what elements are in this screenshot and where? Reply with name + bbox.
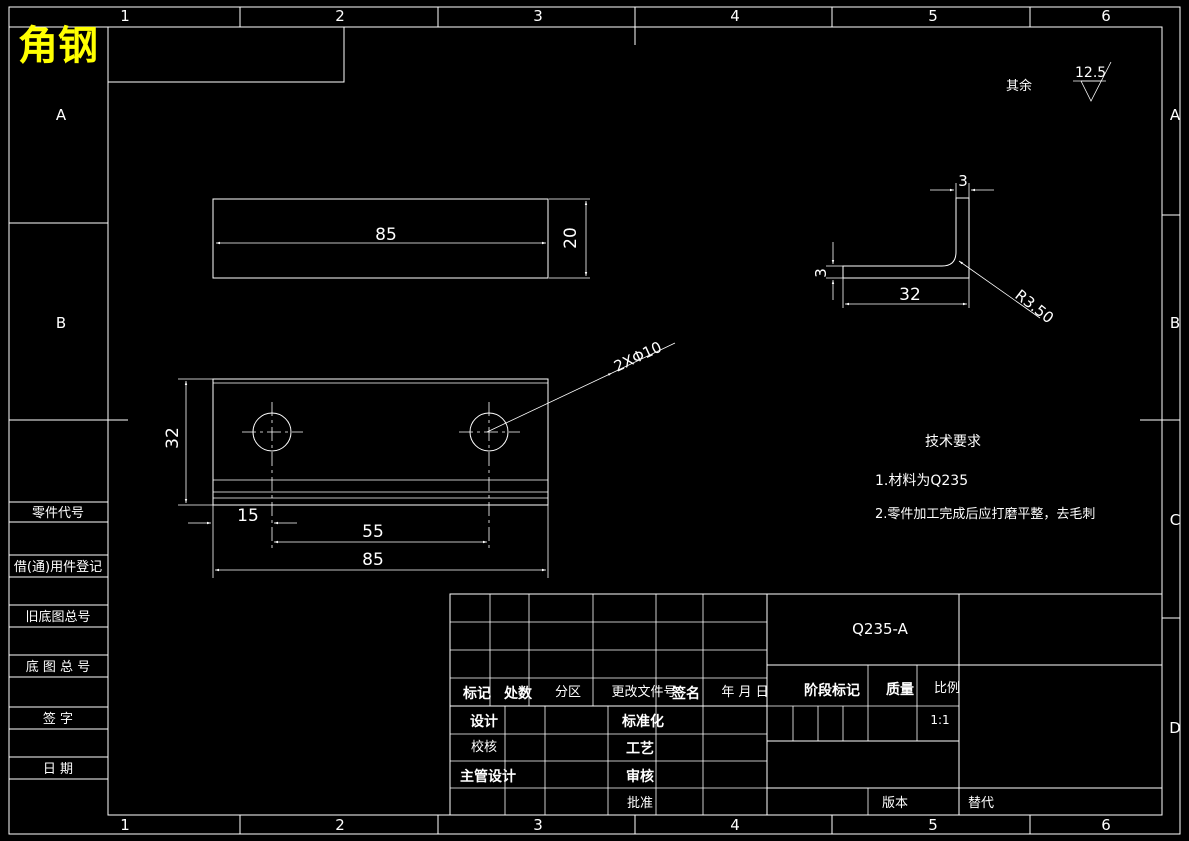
standardize-label: 标准化 bbox=[621, 713, 664, 730]
zone-row-b-left: B bbox=[56, 314, 66, 332]
mark-header: 标记 bbox=[462, 685, 491, 702]
sign-header: 签名 bbox=[671, 685, 700, 702]
section-top-thickness-dim: 3 bbox=[958, 172, 968, 190]
zone-row-b-right: B bbox=[1170, 314, 1180, 332]
front-view-height-dim: 32 bbox=[163, 427, 183, 449]
zone-header: 分区 bbox=[555, 685, 581, 700]
borrow-register-label: 借(通)用件登记 bbox=[14, 560, 102, 575]
replace-label: 替代 bbox=[968, 796, 994, 811]
zone-row-d-right: D bbox=[1169, 719, 1181, 737]
top-view-width-dim: 20 bbox=[561, 227, 581, 249]
section-side-thickness-dim: 3 bbox=[812, 268, 830, 278]
zone-ticks bbox=[9, 7, 1180, 834]
surface-roughness: 其余 12.5 bbox=[1006, 61, 1112, 102]
zone-numbers-top: 1 2 3 4 5 6 bbox=[120, 7, 1111, 25]
drawing-title: 角钢 bbox=[18, 23, 98, 69]
zone-col-6: 6 bbox=[1101, 7, 1111, 25]
material-value: Q235-A bbox=[852, 620, 909, 638]
zone-col-2: 2 bbox=[335, 7, 345, 25]
section-view: 3 3 32 R3.50 bbox=[812, 172, 1057, 327]
mass-header: 质量 bbox=[886, 681, 914, 698]
version-label: 版本 bbox=[882, 796, 908, 811]
zone-col-4-bottom: 4 bbox=[730, 816, 740, 834]
left-info-panel: 零件代号 借(通)用件登记 旧底图总号 底 图 总 号 签 字 日 期 bbox=[9, 501, 108, 780]
hole-right bbox=[459, 402, 520, 550]
zone-row-a-left: A bbox=[56, 106, 67, 124]
design-label: 设计 bbox=[470, 713, 498, 730]
change-doc-header: 更改文件号 bbox=[611, 685, 676, 700]
signature-label: 签 字 bbox=[43, 711, 73, 727]
hole-callout: 2XΦ10 bbox=[611, 338, 665, 376]
zone-col-2-bottom: 2 bbox=[335, 816, 345, 834]
hole-left bbox=[242, 402, 303, 550]
zone-col-3: 3 bbox=[533, 7, 543, 25]
section-radius-dim: R3.50 bbox=[1012, 286, 1058, 327]
top-view-length-dim: 85 bbox=[375, 225, 397, 245]
date-label: 日 期 bbox=[43, 762, 73, 777]
front-view-length-dim: 85 bbox=[362, 550, 384, 570]
zone-letters: A B A B C D bbox=[56, 106, 1181, 737]
ymd-header: 年 月 日 bbox=[721, 685, 768, 700]
part-code-label: 零件代号 bbox=[32, 506, 84, 521]
zone-numbers-bottom: 1 2 3 4 5 6 bbox=[120, 816, 1111, 834]
section-leg-dim: 32 bbox=[899, 285, 921, 305]
scale-header: 比例 bbox=[934, 681, 960, 696]
zone-col-5-bottom: 5 bbox=[928, 816, 938, 834]
technical-requirements: 技术要求 1.材料为Q235 2.零件加工完成后应打磨平整，去毛刺 bbox=[875, 434, 1095, 522]
chief-design-label: 主管设计 bbox=[460, 768, 516, 785]
zone-col-6-bottom: 6 bbox=[1101, 816, 1111, 834]
roughness-rest-label: 其余 bbox=[1006, 78, 1032, 94]
roughness-value: 12.5 bbox=[1075, 65, 1106, 81]
approve-label: 批准 bbox=[627, 796, 653, 811]
zone-col-4: 4 bbox=[730, 7, 740, 25]
zone-col-3-bottom: 3 bbox=[533, 816, 543, 834]
tech-req-heading: 技术要求 bbox=[925, 434, 981, 450]
base-drawing-no-label: 底 图 总 号 bbox=[26, 659, 90, 675]
top-view: 85 20 bbox=[212, 198, 590, 279]
old-drawing-no-label: 旧底图总号 bbox=[25, 609, 90, 625]
check-label: 校核 bbox=[471, 739, 497, 755]
zone-col-5: 5 bbox=[928, 7, 938, 25]
zone-col-1: 1 bbox=[120, 7, 130, 25]
zone-col-1-bottom: 1 bbox=[120, 816, 130, 834]
zone-row-a-right: A bbox=[1170, 106, 1181, 124]
process-label: 工艺 bbox=[626, 740, 654, 757]
title-block: Q235-A 标记 处数 分区 更改文件号 签名 年 月 日 阶段标记 质量 比… bbox=[449, 593, 1163, 816]
drawing-frame: 1 2 3 4 5 6 1 2 3 4 5 6 A B A B C D bbox=[8, 6, 1181, 835]
hole-offset-dim: 15 bbox=[237, 506, 259, 526]
zone-row-c-right: C bbox=[1170, 511, 1180, 529]
count-header: 处数 bbox=[503, 685, 533, 702]
front-view: 32 15 55 85 2XΦ10 bbox=[163, 338, 676, 578]
tech-req-line-1: 1.材料为Q235 bbox=[875, 473, 968, 489]
tech-req-line-2: 2.零件加工完成后应打磨平整，去毛刺 bbox=[875, 506, 1095, 522]
review-label: 审核 bbox=[626, 768, 654, 785]
scale-value: 1:1 bbox=[930, 713, 949, 727]
stage-mark-header: 阶段标记 bbox=[804, 682, 860, 699]
hole-spacing-dim: 55 bbox=[362, 522, 384, 542]
